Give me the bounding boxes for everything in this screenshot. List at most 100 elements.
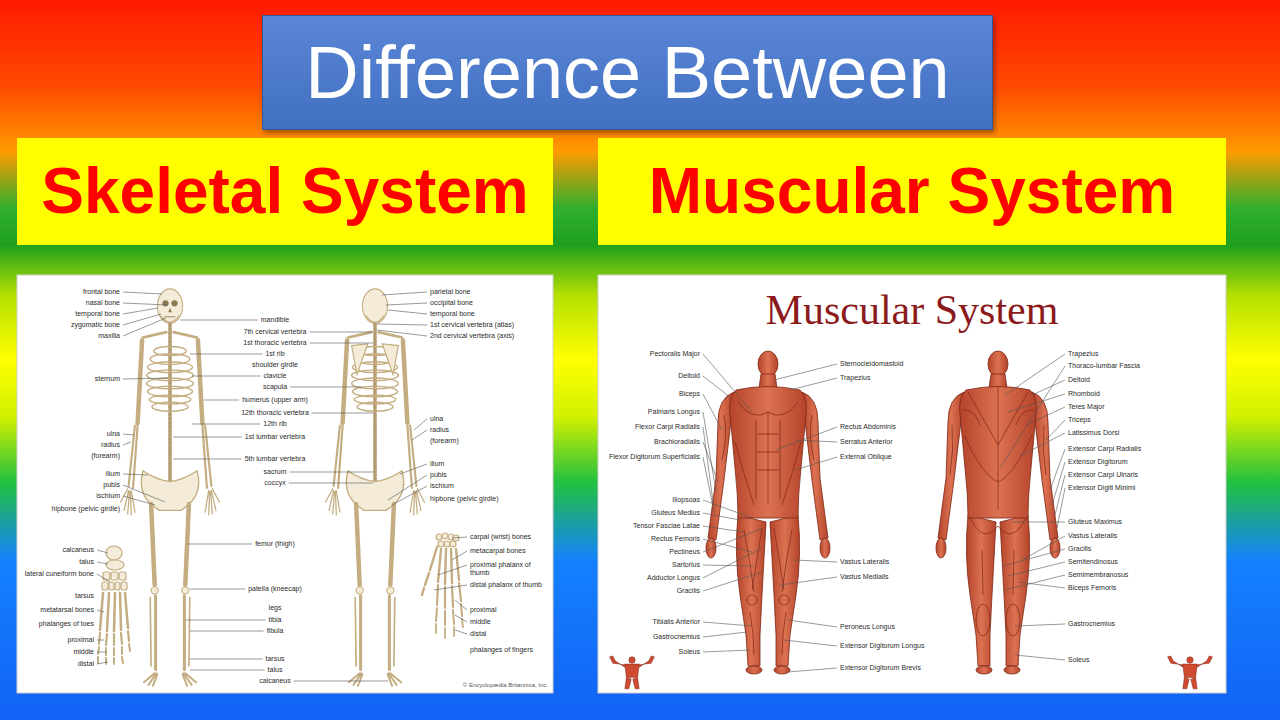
part-label: talus [268,666,283,674]
scapula-shape [352,344,399,375]
skeleton-front [121,289,220,686]
leader-line [97,610,104,612]
part-label: ilium [106,470,120,478]
title-box: Difference Between [262,15,993,130]
leader-line [1005,575,1065,590]
muscle-logo [1168,656,1213,689]
part-label: sacrum [264,468,287,476]
part-label: tibia [269,616,282,624]
part-label: 2nd cervical vertebra (axis) [430,332,514,340]
leader-line [1046,420,1065,440]
part-label: Gracilis [1068,545,1091,553]
leader-line [377,330,427,336]
leader-line [392,486,427,505]
credit-note: © Encyclopædia Britannica, Inc. [463,681,548,689]
leader-line [703,650,750,652]
heading-text: Skeletal System [41,156,528,226]
leader-line [312,413,373,414]
part-label: 7th cervical vertebra [243,328,306,336]
part-label: Thoraco-lumbar Fascia [1068,362,1140,370]
part-label: Semitendinosus [1068,558,1118,566]
part-label: (forearm) [91,452,120,460]
part-label: distal [78,660,94,668]
part-label: mandible [261,316,289,324]
leader-line [703,622,752,626]
part-label: middle [470,618,491,626]
leader-line [386,303,427,305]
part-label: ischium [430,482,454,490]
part-label: Rectus Femoris [651,535,700,543]
part-label: occipital bone [430,299,473,307]
leader-line [784,640,837,646]
leader-line [1000,366,1065,468]
leader-line [455,615,467,622]
muscle-detail [950,386,1046,636]
leader-line [703,539,752,552]
part-label: zygomatic bone [71,321,120,329]
part-label: Biceps Femoris [1068,584,1116,592]
leader-line [1015,624,1065,626]
part-label: Latissimus Dorsi [1068,429,1119,437]
image-panel [17,275,553,693]
leader-line [703,412,716,492]
part-label: talus [79,558,94,566]
part-label: calcaneus [259,677,291,685]
leader-line [123,485,165,502]
part-label: 12th thoracic vertebra [241,409,309,417]
leader-line [1012,522,1065,523]
leader-line [455,600,467,610]
part-label: Extensor Digitorum Brevis [840,664,921,672]
leader-line [123,303,167,305]
part-label: Tensor Fasciae Latae [633,522,700,530]
leader-line [289,483,373,484]
part-label: fibula [267,627,284,635]
part-label: 5th lumbar vertebra [245,455,306,463]
part-label: Soleus [679,648,700,656]
part-label: Tibialis Anterior [652,618,700,626]
system-heading-box: Muscular System [598,138,1226,245]
leader-line [173,459,242,460]
part-label: Vastus Lateralis [1068,532,1117,540]
image-panel [598,275,1226,693]
leader-line [294,681,388,682]
leader-line [1003,549,1065,566]
part-label: metacarpal bones [470,547,526,555]
part-label: Gracilis [677,587,700,595]
part-label: distal phalanx of thumb [470,581,542,589]
leader-line [190,589,245,590]
leader-line [123,442,131,445]
part-label: 12th rib [263,420,286,428]
foot-bones [98,546,130,664]
leader-line [190,354,263,355]
part-label: ulna [430,415,443,423]
part-label: Rectus Abdominis [840,423,896,431]
leader-line [377,324,427,325]
part-label: ulna [107,430,120,438]
part-label: radius [430,426,449,434]
part-label: Gluteus Medius [651,509,700,517]
part-label: Biceps [679,390,700,398]
leader-line [388,310,427,314]
leader-line [123,434,134,435]
title-text: Difference Between [305,32,949,113]
part-label: temporal bone [430,310,475,318]
part-label: Extensor Carpi Ulnaris [1068,471,1138,479]
leader-line [703,528,763,552]
part-label: patella (kneecap) [248,585,302,593]
part-label: pubis [103,481,120,489]
leader-line [290,472,374,473]
part-label: 1st cervical vertebra (atlas) [430,321,514,329]
leader-line [97,562,108,564]
leader-line [190,631,264,632]
leader-line [780,577,837,585]
part-label: phalanges of toes [39,620,94,628]
part-label: ilium [430,460,444,468]
part-label: proximal [470,606,496,614]
part-label: proximal phalanx of thumb [470,561,548,577]
part-label: Flexor Carpi Radialis [635,423,700,431]
part-label: Extensor Digiti Minimi [1068,484,1135,492]
leader-line [123,318,166,336]
leader-line [192,376,261,377]
part-label: 1st lumbar vertebra [245,433,305,441]
leader-line [123,474,148,475]
